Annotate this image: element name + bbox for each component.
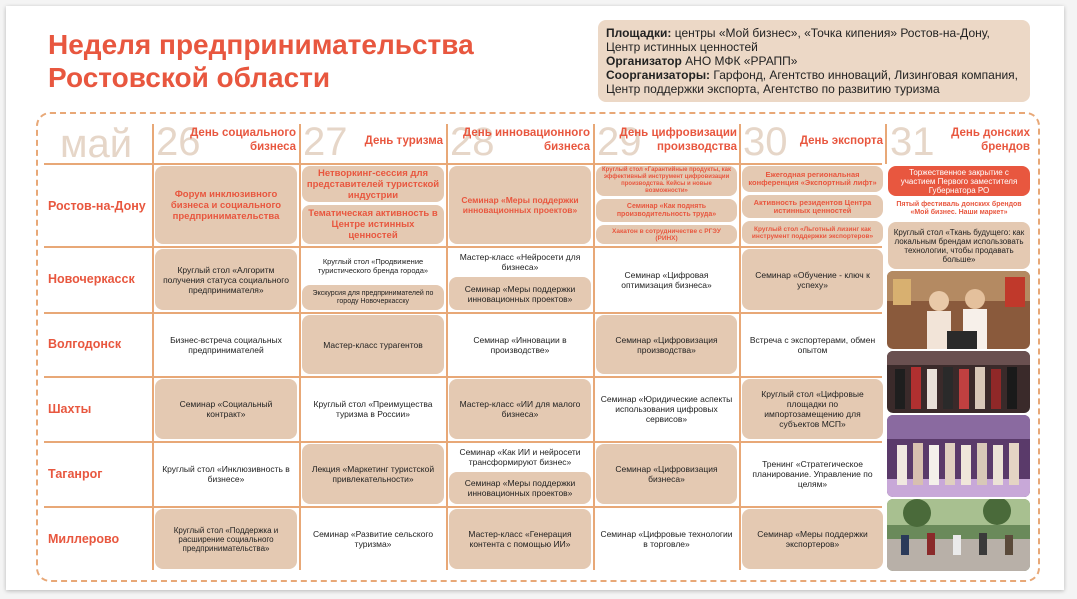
city-label-volgodonsk: Волгодонск [48,337,122,351]
info-box: Площадки: центры «Мой бизнес», «Точка ки… [598,20,1030,102]
event-card[interactable]: Мастер-класс «Нейросети для бизнеса» [449,249,591,275]
title-line-2: Ростовской области [48,62,331,93]
event-card[interactable]: Семинар «Как поднять производительность … [596,199,737,222]
event-card[interactable]: Семинар «Юридические аспекты использован… [596,379,737,439]
day-number: 27 [303,120,348,164]
event-card[interactable]: Круглый стол «Инклюзивность в бизнесе» [155,444,297,504]
event-card[interactable]: Форум инклюзивного бизнеса и социального… [155,166,297,244]
event-card[interactable]: Семинар «Цифровая оптимизация бизнеса» [596,249,737,310]
event-card[interactable]: Круглый стол «Преимущества туризма в Рос… [302,379,444,439]
event-card[interactable]: Семинар «Меры поддержки инновационных пр… [449,166,591,244]
day-label: День туризма [364,135,443,147]
event-card[interactable]: Семинар «Меры поддержки инновационных пр… [449,472,591,504]
day-label: День цифровизации производства [619,127,738,153]
day-header-27: 27 День туризма [303,120,443,164]
column-divider [446,124,448,570]
event-card[interactable]: Семинар «Инновации в производстве» [449,315,591,374]
venues-label: Площадки: [606,26,672,40]
row-divider [44,246,882,248]
photo-brand-vendors [887,271,1030,349]
day-label: День социального бизнеса [190,127,296,153]
day-number: 30 [743,120,788,164]
day-header-26: 26 День социального бизнеса [156,120,296,164]
column-divider [593,124,595,570]
coorganizers-label: Соорганизаторы: [606,68,711,82]
day-label: День донских брендов [951,127,1030,153]
venues-text: Площадки: центры «Мой бизнес», «Точка ки… [606,26,1022,54]
event-card[interactable]: Хакатон в сотрудничестве с РГЭУ (РИНХ) [596,225,737,244]
event-card-highlight[interactable]: Торжественное закрытие с участием Первог… [888,166,1030,196]
event-card[interactable]: Семинар «Обучение - ключ к успеху» [742,249,883,310]
event-card[interactable]: Семинар «Развитие сельского туризма» [302,509,444,569]
event-card[interactable]: Круглый стол «Льготный лизинг как инстру… [742,221,883,244]
row-divider [44,376,882,378]
venues-value: центры «Мой бизнес», «Точка кипения» Рос… [606,26,990,54]
event-card[interactable]: Пятый фестиваль донских брендов «Мой биз… [888,198,1030,220]
event-card[interactable]: Круглый стол «Поддержка и расширение соц… [155,509,297,569]
event-card[interactable]: Тренинг «Стратегическое планирование. Уп… [742,444,883,504]
event-card[interactable]: Семинар «Меры поддержки экспортеров» [742,509,883,569]
event-card[interactable]: Семинар «Социальный контракт» [155,379,297,439]
photo-stage-group [887,415,1030,497]
event-card[interactable]: Активность резидентов Центра истинных це… [742,195,883,218]
row-divider [44,312,882,314]
event-card[interactable]: Семинар «Цифровизация производства» [596,315,737,374]
day-label: День экспорта [799,135,883,147]
title-line-1: Неделя предпринимательства [48,29,474,60]
column-divider [739,124,741,570]
day-number: 28 [450,120,495,164]
event-card[interactable]: Мастер-класс «Генерация контента с помощ… [449,509,591,569]
event-card[interactable]: Семинар «Цифровизация бизнеса» [596,444,737,504]
day-header-31: 31 День донских брендов [890,120,1030,164]
event-card[interactable]: Тематическая активность в Центре истинны… [302,205,444,244]
row-divider [44,506,882,508]
organizer-text: Организатор АНО МФК «РРАПП» [606,54,1022,68]
photo-fashion-show [887,351,1030,413]
organizer-value: АНО МФК «РРАПП» [681,54,798,68]
row-divider [44,441,882,443]
event-card[interactable]: Встреча с экспортерами, обмен опытом [742,315,883,374]
event-card[interactable]: Мастер-класс турагентов [302,315,444,374]
event-card[interactable]: Лекция «Маркетинг туристской привлекател… [302,444,444,504]
day-number: 29 [597,120,642,164]
day-label: День инновационного бизнеса [463,127,590,153]
event-card[interactable]: Круглый стол «Алгоритм получения статуса… [155,249,297,310]
organizer-label: Организатор [606,54,682,68]
city-label-novocherkassk: Новочеркасск [48,272,135,286]
column-divider [152,124,154,570]
event-card[interactable]: Мастер-класс «ИИ для малого бизнеса» [449,379,591,439]
day-number: 26 [156,120,201,164]
month-header: май [60,122,133,166]
event-card[interactable]: Ежегодная региональная конференция «Эксп… [742,166,883,192]
column-divider [885,124,887,164]
column-divider [299,124,301,570]
page-title: Неделя предпринимательства Ростовской об… [48,28,474,94]
event-card[interactable]: Семинар «Цифровые технологии в торговле» [596,509,737,569]
city-label-taganrog: Таганрог [48,467,103,481]
event-card[interactable]: Семинар «Как ИИ и нейросети трансформиру… [449,444,591,470]
event-card[interactable]: Круглый стол «Ткань будущего: как локаль… [888,222,1030,269]
event-card[interactable]: Семинар «Меры поддержки инновационных пр… [449,277,591,310]
event-card[interactable]: Экскурсия для предпринимателей по городу… [302,285,444,310]
day-header-30: 30 День экспорта [743,120,883,164]
day-number: 31 [890,120,935,164]
event-card[interactable]: Бизнес-встреча социальных предпринимател… [155,315,297,374]
event-card[interactable]: Круглый стол «Гарантийные продукты, как … [596,166,737,196]
event-card[interactable]: Нетворкинг-сессия для представителей тур… [302,166,444,202]
coorganizers-value: Гарфонд, Агентство инноваций, Лизинговая… [606,68,1019,96]
schedule-frame [36,112,1040,582]
city-label-millerovo: Миллерово [48,532,120,546]
event-card[interactable]: Круглый стол «Продвижение туристического… [302,249,444,283]
city-label-rostov: Ростов-на-Дону [48,199,146,213]
day-header-28: 28 День инновационного бизнеса [450,120,590,164]
row-divider [44,163,882,165]
coorganizers-text: Соорганизаторы: Гарфонд, Агентство иннов… [606,68,1022,96]
city-label-shakhty: Шахты [48,402,92,416]
day-header-29: 29 День цифровизации производства [597,120,737,164]
event-card[interactable]: Круглый стол «Цифровые площадки по импор… [742,379,883,439]
photo-outdoor-market [887,499,1030,571]
